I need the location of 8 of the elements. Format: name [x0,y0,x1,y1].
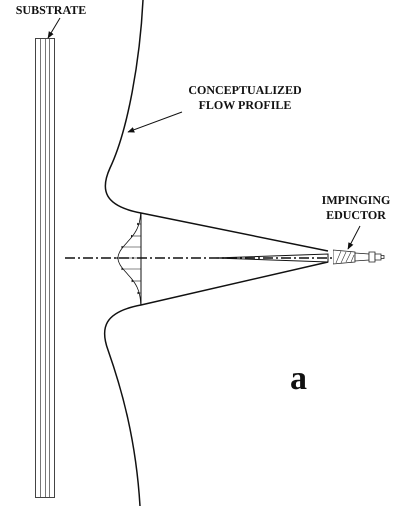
leader-line [48,18,60,39]
leader-line [127,112,182,132]
callout-label: IMPINGING EDUCTOR [320,193,392,223]
leader-line [348,226,360,250]
substrate-plate [35,38,55,498]
callout-label: SUBSTRATE [16,2,86,18]
callout-label: CONCEPTUALIZED FLOW PROFILE [187,83,303,113]
panel-letter: a [290,362,307,396]
